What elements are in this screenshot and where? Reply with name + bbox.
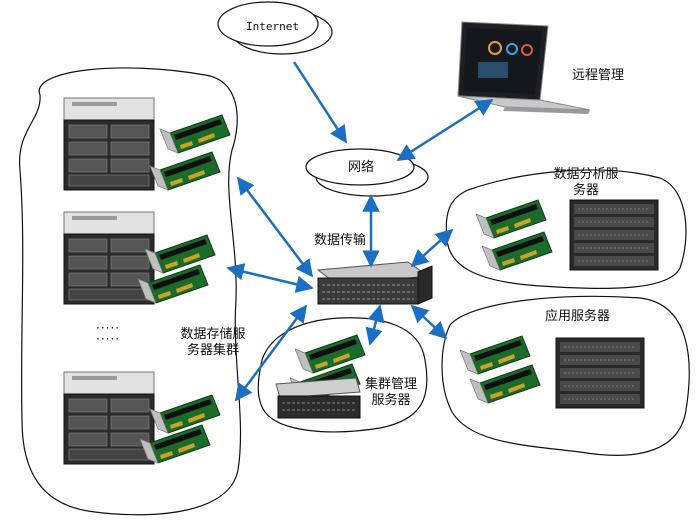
storage-cluster-region [19, 67, 242, 516]
storage-server-3 [63, 371, 221, 465]
network-cloud [305, 148, 429, 197]
remote-management-label: 远程管理 [572, 68, 625, 83]
ellipsis-row-2: ····· [96, 332, 121, 346]
connection-arrows [226, 61, 494, 402]
ellipsis-dots: ····· ····· [96, 321, 121, 346]
app-server-hardware [459, 335, 645, 409]
storage-cluster-label: 数据存储服 务器集群 [168, 327, 258, 359]
switch-label: 数据传输 [314, 233, 367, 248]
arrow-switch-analysis [410, 228, 454, 268]
cluster-mgmt-label-line2: 服务器 [371, 393, 411, 408]
arrow-storage2-switch [226, 263, 314, 293]
switch-icon [316, 261, 433, 305]
storage-server-1 [63, 97, 231, 191]
analysis-server-hardware [475, 199, 659, 271]
arrow-laptop-network [396, 98, 494, 162]
analysis-server-label-line2: 务器 [572, 183, 599, 198]
internet-cloud [217, 1, 333, 55]
ellipsis-row-1: ····· [96, 321, 121, 335]
storage-cluster-label-line1: 数据存储服 [180, 327, 246, 342]
arrow-switch-app [410, 304, 448, 340]
cluster-mgmt-label: 集群管理 服务器 [358, 377, 424, 409]
storage-cluster-label-line2: 务器集群 [186, 343, 239, 358]
arrow-storage1-switch [236, 176, 314, 278]
cluster-mgmt-label-line1: 集群管理 [364, 377, 417, 392]
analysis-server-label-line1: 数据分析服 [553, 167, 619, 182]
storage-server-2 [63, 211, 216, 305]
cluster-mgmt-hardware [275, 334, 366, 419]
app-server-label: 应用服务器 [545, 309, 611, 324]
app-server-region [441, 295, 690, 456]
internet-label: Internet [246, 20, 299, 33]
laptop-icon [457, 21, 591, 114]
arrow-internet-network [292, 61, 348, 144]
cluster-mgmt-region [257, 317, 428, 433]
arrow-storage3-switch [234, 304, 308, 402]
arrow-switch-cluster [365, 304, 385, 346]
analysis-server-label: 数据分析服 务器 [540, 167, 632, 199]
network-label: 网络 [348, 160, 375, 175]
